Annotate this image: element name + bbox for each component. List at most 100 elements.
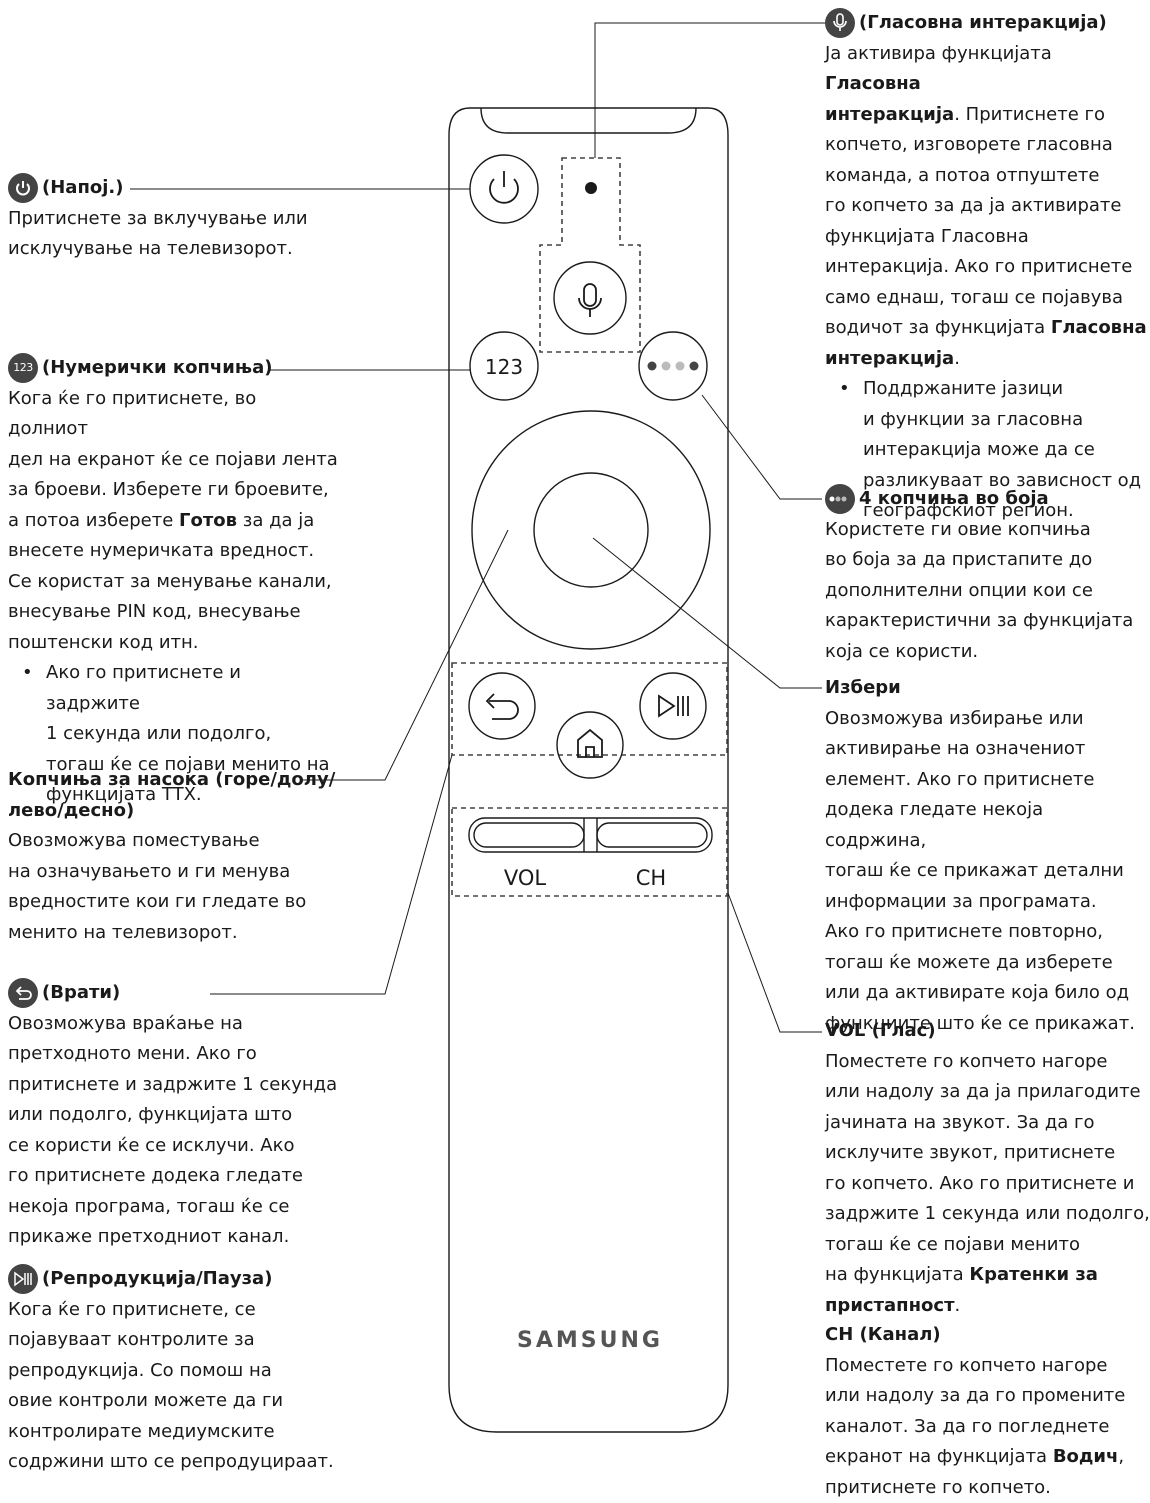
voice-title: (Гласовна интеракција)	[859, 8, 1107, 39]
voice-text-10: интеракција.	[825, 344, 1150, 375]
play-section: (Репродукција/Пауза) Кога ќе го притисне…	[8, 1264, 348, 1478]
leader-colors	[702, 395, 822, 499]
voice-text-7: интеракција. Ако го притиснете	[825, 252, 1150, 283]
numeric-text-2: дел на екранот ќе се појави лента	[8, 445, 338, 476]
play-text-4: овие контроли можете да ги	[8, 1386, 348, 1417]
vol-text-3: јачината на звукот. За да го	[825, 1108, 1150, 1139]
mic-hole	[585, 182, 597, 194]
numeric-text-5: внесете нумеричката вредност.	[8, 536, 338, 567]
home-button	[557, 712, 623, 778]
ch-text-3: каналот. За да го погледнете	[825, 1412, 1150, 1443]
vol-section: VOL (Глас) Поместете го копчето нагоре и…	[825, 1016, 1150, 1321]
nav-dashed-box	[452, 663, 727, 755]
voice-text-5: го копчето за да ја активирате	[825, 191, 1150, 222]
mic-button	[554, 262, 626, 334]
back-text-5: се користи ќе се исклучи. Ако	[8, 1131, 338, 1162]
back-title: (Врати)	[42, 978, 120, 1009]
numeric-section: 123 (Нумерички копчиња) Кога ќе го прити…	[8, 353, 338, 811]
leader-voice	[595, 23, 825, 158]
vol-text-6: задржите 1 секунда или подолго,	[825, 1199, 1150, 1230]
numeric-text-1: Кога ќе го притиснете, во долниот	[8, 384, 338, 445]
colors-text-1: Користете ги овие копчиња	[825, 515, 1150, 546]
back-text-8: прикаже претходниот канал.	[8, 1222, 338, 1253]
select-button	[534, 473, 648, 587]
vol-text-2: или надолу за да ја прилагодите	[825, 1077, 1150, 1108]
voice-text-1: Ја активира функцијата Гласовна	[825, 39, 1150, 100]
numeric-button-label: 123	[485, 355, 523, 379]
select-text-9: или да активирате која било од	[825, 978, 1150, 1009]
select-text-5: тогаш ќе се прикажат детални	[825, 856, 1150, 887]
numeric-title: (Нумерички копчиња)	[42, 353, 272, 384]
ch-title: CH (Канал)	[825, 1320, 1150, 1351]
voice-section: (Гласовна интеракција) Ја активира функц…	[825, 8, 1150, 527]
direction-text-3: вредностите кои ги гледате во	[8, 887, 338, 918]
select-section: Избери Овозможува избирање или активирањ…	[825, 673, 1150, 1039]
select-text-4: додека гледате некоја содржина,	[825, 795, 1150, 856]
vol-label: VOL	[504, 866, 547, 890]
play-text-3: репродукција. Со помош на	[8, 1356, 348, 1387]
ch-label: CH	[636, 866, 666, 890]
ch-text-1: Поместете го копчето нагоре	[825, 1351, 1150, 1382]
colors-text-5: која се користи.	[825, 637, 1150, 668]
power-section: (Напој.) Притиснете за вклучување или ис…	[8, 173, 338, 265]
leader-select	[593, 538, 822, 688]
back-text-6: го притиснете додека гледате	[8, 1161, 338, 1192]
voice-text-4: команда, а потоа отпуштете	[825, 161, 1150, 192]
direction-text-2: на означувањето и ги менува	[8, 857, 338, 888]
back-section: (Врати) Овозможува враќање на претходнот…	[8, 978, 338, 1253]
numeric-text-4: а потоа изберете Готов за да ја	[8, 506, 338, 537]
remote-top-lens	[481, 108, 696, 133]
back-button	[469, 673, 535, 739]
select-title: Избери	[825, 673, 1150, 704]
ch-text-4: екранот на функцијата Водич,	[825, 1442, 1150, 1473]
numeric-text-8: поштенски код итн.	[8, 628, 338, 659]
ch-text-5: притиснете го копчето.	[825, 1473, 1150, 1503]
direction-title-2: лево/десно)	[8, 796, 338, 827]
vol-text-4: исклучите звукот, притиснете	[825, 1138, 1150, 1169]
direction-section: Копчиња за насока (горе/долу/ лево/десно…	[8, 765, 338, 948]
ch-text-2: или надолу за да го промените	[825, 1381, 1150, 1412]
power-icon	[8, 173, 38, 203]
vol-text-9: пристапност.	[825, 1291, 1150, 1322]
colors-text-4: карактеристични за функцијата	[825, 606, 1150, 637]
select-text-1: Овозможува избирање или	[825, 704, 1150, 735]
voice-text-9: водичот за функцијата Гласовна	[825, 313, 1150, 344]
numeric-text-3: за броеви. Изберете ги броевите,	[8, 475, 338, 506]
voice-text-8: само еднаш, тогаш се појавува	[825, 283, 1150, 314]
back-icon	[8, 978, 38, 1008]
back-text-2: претходното мени. Ако го	[8, 1039, 338, 1070]
direction-text-4: менито на телевизорот.	[8, 918, 338, 949]
colors-title: 4 копчиња во боја	[859, 484, 1049, 515]
vol-text-7: тогаш ќе се појави менито	[825, 1230, 1150, 1261]
voice-text-6: функцијата Гласовна	[825, 222, 1150, 253]
vol-title: VOL (Глас)	[825, 1016, 1150, 1047]
play-title: (Репродукција/Пауза)	[42, 1264, 272, 1295]
color-buttons-icon	[825, 484, 855, 514]
colors-section: 4 копчиња во боја Користете ги овие копч…	[825, 484, 1150, 667]
direction-title-1: Копчиња за насока (горе/долу/	[8, 765, 338, 796]
numeric-text-7: внесување PIN код, внесување	[8, 597, 338, 628]
back-text-4: или подолго, функцијата што	[8, 1100, 338, 1131]
voice-text-2: интеракција. Притиснете го	[825, 100, 1150, 131]
power-title: (Напој.)	[42, 173, 123, 204]
power-text-1: Притиснете за вклучување или	[8, 204, 338, 235]
vol-text-8: на функцијата Кратенки за	[825, 1260, 1150, 1291]
mic-icon	[825, 8, 855, 38]
numeric-icon: 123	[8, 353, 38, 383]
select-text-2: активирање на означениот	[825, 734, 1150, 765]
vol-text-5: го копчето. Ако го притиснете и	[825, 1169, 1150, 1200]
power-text-2: исклучување на телевизорот.	[8, 234, 338, 265]
ch-section: CH (Канал) Поместете го копчето нагоре и…	[825, 1320, 1150, 1503]
colors-text-2: во боја за да пристапите до	[825, 545, 1150, 576]
select-text-7: Ако го притиснете повторно,	[825, 917, 1150, 948]
brand-logo: SAMSUNG	[517, 1328, 663, 1353]
back-text-1: Овозможува враќање на	[8, 1009, 338, 1040]
play-pause-icon	[8, 1264, 38, 1294]
voice-text-3: копчето, изговорете гласовна	[825, 130, 1150, 161]
select-text-3: елемент. Ако го притиснете	[825, 765, 1150, 796]
back-text-7: некоја програма, тогаш ќе се	[8, 1192, 338, 1223]
direction-text-1: Овозможува поместување	[8, 826, 338, 857]
select-text-6: информации за програмата.	[825, 887, 1150, 918]
play-text-1: Кога ќе го притиснете, се	[8, 1295, 348, 1326]
vol-text-1: Поместете го копчето нагоре	[825, 1047, 1150, 1078]
